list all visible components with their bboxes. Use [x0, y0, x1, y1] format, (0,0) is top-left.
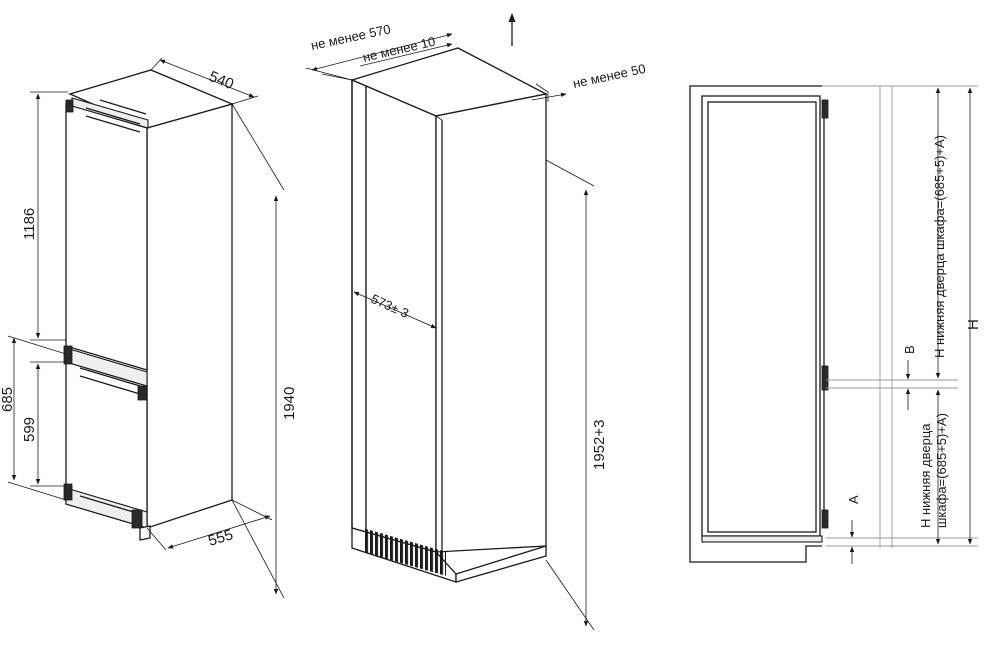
lower-door-formula-line1: H нижняя дверца	[918, 423, 933, 528]
label-a: A	[846, 495, 861, 504]
bottom-hinge-icon	[63, 483, 73, 501]
plinth-side	[455, 545, 547, 583]
niche-right-wall	[435, 93, 547, 553]
dim-height-1186: 1186	[21, 208, 38, 240]
lower-door-formula-line2: шкафа=(685+5)+A)	[934, 413, 949, 528]
side-top-hinge-icon	[821, 99, 829, 119]
fridge-foot	[139, 525, 151, 541]
cabinet-outline	[689, 85, 822, 563]
side-view: B A H нижняя дверца шкафа=(685+5)+A) H н…	[689, 85, 982, 564]
dim-height-1940: 1940	[281, 387, 298, 420]
fridge-view: 540 1186 685 599 1940 555	[0, 57, 298, 599]
niche-left-wall	[351, 79, 367, 533]
dim-gap-top-50: не менее 50	[572, 61, 647, 91]
door-slide-icon	[137, 385, 148, 401]
middle-hinge-icon	[63, 345, 73, 365]
side-middle-hinge-icon	[821, 365, 829, 391]
dim-niche-height-1952: 1952+3	[591, 420, 608, 470]
upper-door-formula: H нижняя дверца шкафа=(685+5)+A)	[932, 135, 947, 358]
fridge-inner-panel	[707, 101, 817, 533]
dim-depth-540: 540	[207, 68, 237, 93]
dim-lower-685: 685	[0, 387, 16, 412]
dim-lower-599: 599	[21, 417, 38, 442]
ventilation-grille-icon	[364, 528, 446, 576]
fridge-side-face	[146, 103, 233, 529]
label-h: H	[965, 319, 982, 330]
dim-width-555: 555	[206, 526, 235, 550]
fridge-upper-front	[65, 103, 148, 371]
label-b: B	[902, 345, 917, 354]
niche-view: не менее 570 не менее 10 не менее 50 573…	[305, 13, 647, 631]
bottom-shelf	[701, 535, 823, 543]
side-bottom-hinge-icon	[821, 509, 829, 529]
bottom-slide-icon	[131, 509, 143, 529]
top-hinge-icon	[65, 99, 74, 113]
